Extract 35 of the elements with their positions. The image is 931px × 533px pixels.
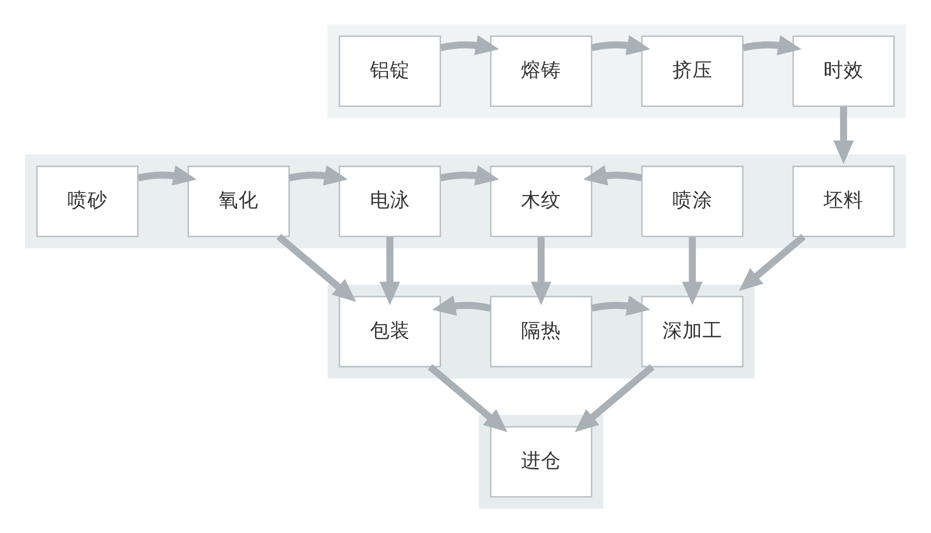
- node-box: 坯料: [792, 166, 895, 238]
- node-box: 喷砂: [36, 166, 139, 238]
- cluster: [25, 154, 906, 248]
- arrow: [742, 35, 802, 56]
- arrow: [380, 236, 400, 306]
- arrow: [288, 165, 348, 186]
- arrow: [583, 165, 642, 186]
- arrow: [530, 236, 552, 306]
- arrow: [138, 165, 197, 186]
- node-box: 包装: [338, 296, 441, 368]
- node-box: 铝锭: [338, 35, 441, 107]
- arrow: [591, 35, 650, 56]
- arrow: [428, 364, 508, 432]
- node-box: 氧化: [188, 166, 290, 238]
- arrow: [682, 236, 703, 306]
- arrow: [432, 296, 492, 316]
- cluster: [478, 414, 604, 509]
- node-box: 深加工: [641, 296, 744, 368]
- arrow: [440, 165, 500, 186]
- node-box: 喷涂: [641, 166, 744, 238]
- node-box: 挤压: [641, 35, 744, 107]
- arrow: [833, 106, 854, 164]
- arrow: [591, 296, 650, 316]
- arrow: [738, 234, 806, 292]
- cluster: [328, 24, 906, 118]
- arrow: [574, 364, 654, 432]
- arrow: [440, 35, 500, 56]
- node-box: 时效: [792, 35, 895, 107]
- node-box: 隔热: [490, 296, 592, 368]
- cluster: [328, 284, 755, 379]
- arrow: [276, 234, 356, 302]
- node-box: 木纹: [490, 166, 592, 238]
- node-box: 电泳: [338, 166, 441, 238]
- node-box: 进仓: [490, 426, 592, 498]
- node-box: 熔铸: [490, 35, 592, 107]
